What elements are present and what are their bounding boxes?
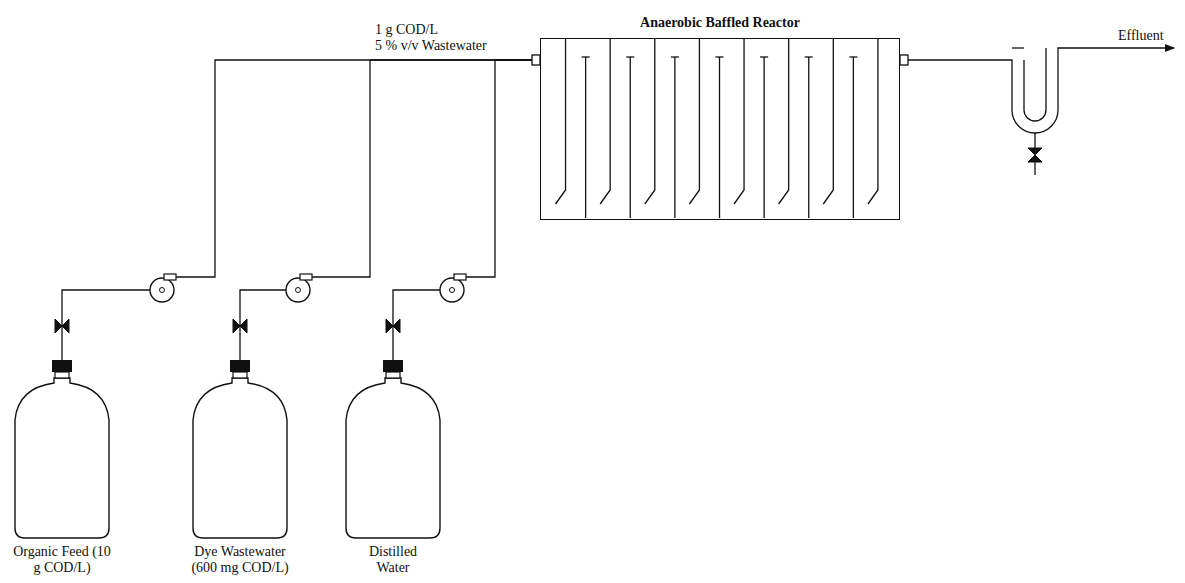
stream-label: Effluent	[1118, 28, 1164, 44]
drain-valve	[1028, 148, 1042, 162]
feed-line	[393, 60, 532, 360]
reactor-title: Anaerobic Baffled Reactor	[541, 15, 899, 31]
pump-symbol	[440, 278, 464, 302]
bottle-label: Organic Feed (10 g COD/L)	[12, 544, 112, 576]
pump-symbol	[150, 278, 174, 302]
reactor-box: Anaerobic Baffled Reactor	[540, 38, 900, 220]
u-trap-inner	[1024, 48, 1046, 121]
bottle-label: Distilled Water	[357, 544, 429, 576]
feed-bottle: Dye Wastewater (600 mg COD/L)	[190, 358, 290, 540]
outlet-nozzle	[900, 55, 908, 65]
u-trap-top	[1012, 47, 1024, 48]
valve-symbol	[55, 319, 69, 333]
bottle-outline	[12, 358, 112, 540]
feed-note: 1 g COD/L	[375, 22, 438, 38]
effluent-line	[908, 48, 1174, 133]
bottle-label: Dye Wastewater (600 mg COD/L)	[181, 544, 299, 576]
feed-note: 5 % v/v Wastewater	[375, 38, 487, 54]
valve-symbol	[233, 319, 247, 333]
valve-symbol	[386, 319, 400, 333]
feed-bottle: Distilled Water	[343, 358, 443, 540]
pumps-and-valves	[55, 274, 466, 333]
baffle-drawing	[541, 39, 898, 218]
inlet-nozzle	[532, 55, 540, 65]
bottle-outline	[343, 358, 443, 540]
feed-bottle: Organic Feed (10 g COD/L)	[12, 358, 112, 540]
feed-line	[62, 60, 532, 360]
feed-line	[240, 60, 532, 360]
pump-symbol	[286, 278, 310, 302]
bottle-outline	[190, 358, 290, 540]
